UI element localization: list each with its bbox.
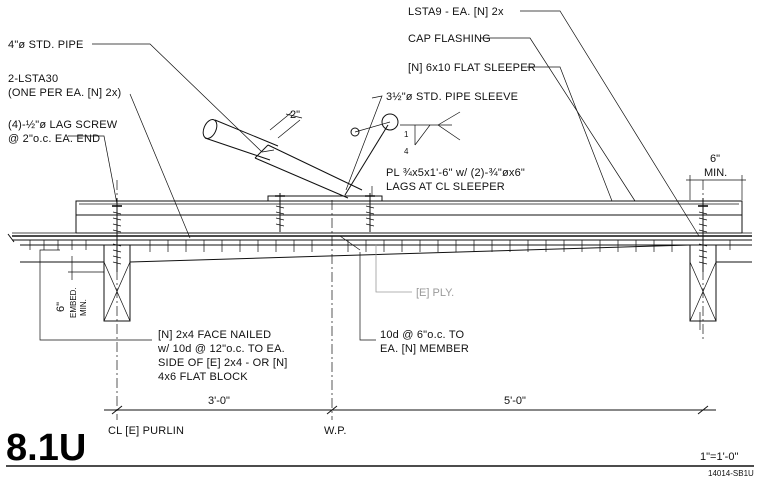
dim-5ft: 5'-0" bbox=[504, 395, 526, 407]
detail-scale: 1"=1'-0" bbox=[700, 451, 738, 463]
label-nail-1: 10d @ 6"o.c. TO bbox=[380, 329, 465, 341]
label-face-3: SIDE OF [E] 2x4 - OR [N] bbox=[158, 357, 288, 369]
label-face-1: [N] 2x4 FACE NAILED bbox=[158, 329, 271, 341]
label-plate-1: PL ¾x5x1'-6" w/ (2)-¾"øx6" bbox=[386, 167, 525, 179]
embed-label: EMBED. bbox=[69, 287, 78, 318]
pipe-assembly bbox=[202, 111, 399, 199]
sheet-ref: 14014-SB1U bbox=[708, 469, 754, 478]
centerlines bbox=[116, 180, 704, 420]
dim-2in: 2" bbox=[290, 109, 300, 121]
label-face-2: w/ 10d @ 12"o.c. TO EA. bbox=[157, 343, 285, 355]
leaders bbox=[39, 10, 701, 341]
title-block: 8.1U 1"=1'-0" 14014-SB1U bbox=[6, 427, 754, 478]
label-face-4: 4x6 FLAT BLOCK bbox=[158, 371, 248, 383]
label-nail-2: EA. [N] MEMBER bbox=[380, 343, 469, 355]
label-lsta9: LSTA9 - EA. [N] 2x bbox=[408, 6, 504, 18]
embed-dimension: 6" EMBED. MIN. bbox=[55, 256, 104, 318]
slope-symbol: 1 4 bbox=[400, 111, 461, 156]
slope-num: 1 bbox=[404, 130, 409, 139]
label-pipe: 4"ø STD. PIPE bbox=[8, 39, 84, 51]
label-ply: [E] PLY. bbox=[416, 287, 454, 299]
embed-6in: 6" bbox=[55, 302, 67, 312]
label-lag-1: (4)-½"ø LAG SCREW bbox=[8, 119, 118, 131]
dim-3ft: 3'-0" bbox=[208, 395, 230, 407]
embed-min: MIN. bbox=[79, 299, 88, 316]
label-plate-2: LAGS AT CL SLEEPER bbox=[386, 181, 505, 193]
detail-number: 8.1U bbox=[6, 427, 86, 469]
roof-deck bbox=[7, 232, 752, 243]
flat-sleeper bbox=[75, 200, 743, 234]
label-wp: W.P. bbox=[324, 425, 347, 437]
slope-den: 4 bbox=[404, 147, 409, 156]
dim-min: MIN. bbox=[704, 167, 727, 179]
label-lsta30-2: (ONE PER EA. [N] 2x) bbox=[8, 87, 121, 99]
nail-ticks bbox=[29, 240, 731, 252]
edge-dimension: 6" MIN. bbox=[686, 153, 746, 200]
span-dimension: 3'-0" 5'-0" bbox=[104, 395, 716, 415]
dim-6in: 6" bbox=[710, 153, 720, 165]
label-purlin: CL [E] PURLIN bbox=[108, 425, 184, 437]
label-lsta30-1: 2-LSTA30 bbox=[8, 73, 58, 85]
label-cap-flashing: CAP FLASHING bbox=[408, 33, 491, 45]
steel-plate bbox=[267, 193, 383, 232]
label-pipe-sleeve: 3½"ø STD. PIPE SLEEVE bbox=[386, 91, 518, 103]
label-lag-2: @ 2"o.c. EA. END bbox=[8, 133, 100, 145]
label-sleeper: [N] 6x10 FLAT SLEEPER bbox=[408, 62, 536, 74]
